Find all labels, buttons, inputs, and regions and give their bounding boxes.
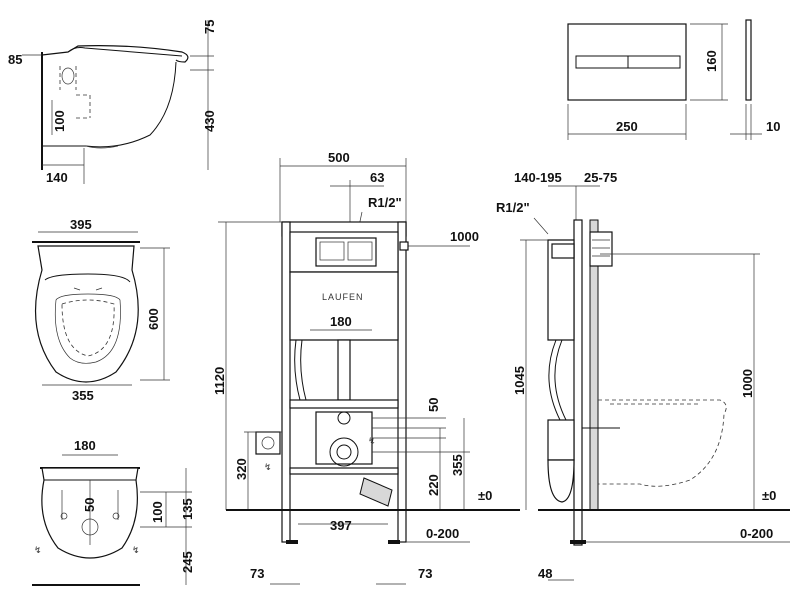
frame-dim-397: 397 bbox=[330, 518, 352, 533]
side-range-0-200: 0-200 bbox=[740, 526, 773, 541]
svg-text:↯: ↯ bbox=[132, 545, 141, 555]
frame-dim-180: 180 bbox=[330, 314, 352, 329]
frame-range-0-200: 0-200 bbox=[426, 526, 459, 541]
svg-text:↯: ↯ bbox=[34, 545, 43, 555]
frame-dim-50: 50 bbox=[426, 398, 441, 412]
frame-dim-73-left: 73 bbox=[250, 566, 264, 581]
side-range-140-195: 140-195 bbox=[514, 170, 562, 185]
front-dim-180: 180 bbox=[74, 438, 96, 453]
frame-dim-320: 320 bbox=[234, 458, 249, 480]
frame-front-view: 500 63 R1/2" LAUFEN 1000 180 bbox=[212, 150, 520, 585]
plate-dim-250: 250 bbox=[616, 119, 638, 134]
wc-top-view: 395 600 355 bbox=[32, 217, 170, 403]
top-dim-355: 355 bbox=[72, 388, 94, 403]
side-dim-1045: 1045 bbox=[512, 366, 527, 395]
side-dim-85: 85 bbox=[8, 52, 22, 67]
side-dim-1000: 1000 bbox=[740, 369, 755, 398]
front-dim-100: 100 bbox=[150, 501, 165, 523]
side-dim-140: 140 bbox=[46, 170, 68, 185]
top-dim-600: 600 bbox=[146, 308, 161, 330]
side-dim-48: 48 bbox=[538, 566, 552, 581]
front-dim-245: 245 bbox=[180, 551, 195, 573]
frame-dim-63: 63 bbox=[370, 170, 384, 185]
flush-plate: 160 250 10 bbox=[567, 19, 780, 140]
plate-dim-160: 160 bbox=[704, 50, 719, 72]
wc-front-view: 180 50 ↯ ↯ 100 135 245 bbox=[32, 438, 195, 586]
front-dim-135: 135 bbox=[180, 498, 195, 520]
front-dim-50: 50 bbox=[82, 498, 97, 512]
plate-dim-10: 10 bbox=[766, 119, 780, 134]
side-range-25-75: 25-75 bbox=[584, 170, 617, 185]
frame-dim-220: 220 bbox=[426, 474, 441, 496]
side-thread: R1/2" bbox=[496, 200, 530, 215]
brand-label: LAUFEN bbox=[322, 292, 364, 302]
side-zero-level: ±0 bbox=[762, 488, 776, 503]
side-dim-100: 100 bbox=[52, 110, 67, 132]
frame-zero-level: ±0 bbox=[478, 488, 492, 503]
frame-dim-1120: 1120 bbox=[212, 367, 227, 395]
frame-dim-73-right: 73 bbox=[418, 566, 432, 581]
side-dim-75: 75 bbox=[202, 20, 217, 34]
frame-thread: R1/2" bbox=[368, 195, 402, 210]
wc-side-view: 85 75 430 100 140 bbox=[8, 20, 217, 185]
top-dim-395: 395 bbox=[70, 217, 92, 232]
side-dim-430: 430 bbox=[202, 110, 217, 132]
svg-text:↯: ↯ bbox=[368, 436, 377, 446]
frame-dim-355: 355 bbox=[450, 454, 465, 476]
frame-dim-500: 500 bbox=[328, 150, 350, 165]
frame-dim-1000: 1000 bbox=[450, 229, 479, 244]
svg-text:↯: ↯ bbox=[264, 462, 273, 472]
frame-side-view: 140-195 25-75 R1/2" 1045 1000 ±0 bbox=[496, 170, 790, 581]
